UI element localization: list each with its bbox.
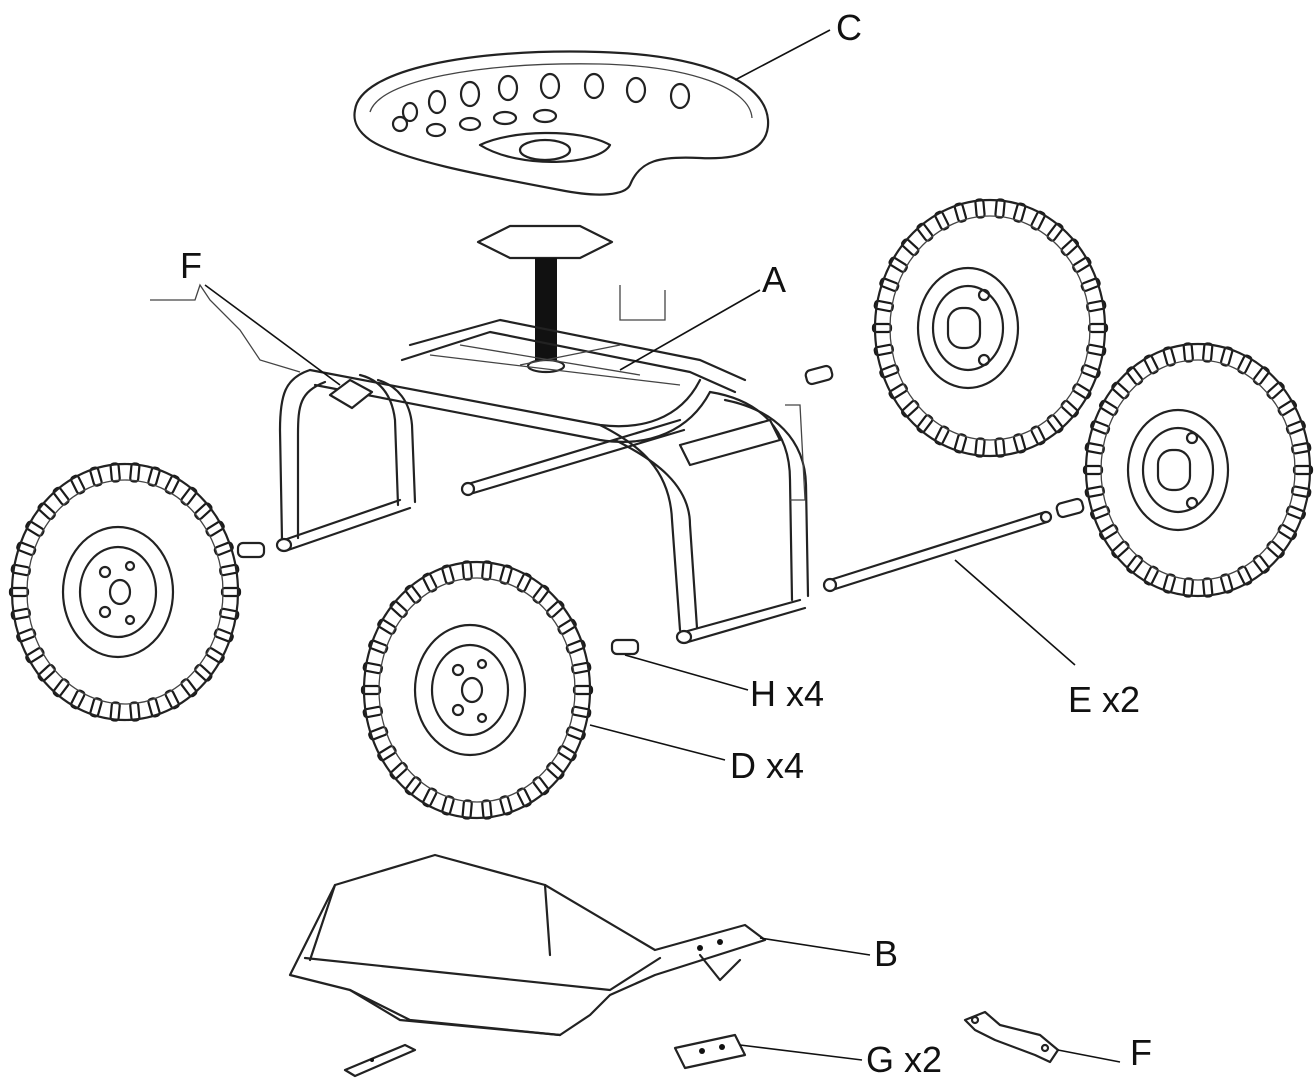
tread-block [915, 221, 935, 243]
tread-block [179, 485, 199, 507]
label-wheel: D x4 [730, 745, 804, 786]
tread-block [1059, 237, 1081, 258]
tread-block [24, 519, 46, 539]
tread-block [388, 760, 410, 781]
tread-block [1265, 539, 1287, 560]
tread-block [544, 599, 566, 620]
seat-post [476, 224, 614, 374]
tread-block [179, 677, 199, 699]
tread-block [887, 255, 910, 275]
tread-block [36, 662, 58, 683]
tread-block [1251, 365, 1272, 387]
tread-block [204, 519, 226, 539]
tread-block [974, 198, 986, 219]
wheel-back-left [871, 198, 1109, 458]
tread-block [192, 501, 214, 522]
tread-block [994, 437, 1006, 458]
label-seat: C [836, 7, 862, 48]
tread-block [204, 645, 226, 665]
leader-lines [204, 29, 1121, 1063]
tread-block [994, 198, 1006, 219]
tread-block [403, 583, 423, 605]
seat-part [353, 50, 770, 196]
tread-block [376, 617, 398, 637]
tread-block [1109, 380, 1131, 401]
tread-block [461, 799, 474, 820]
label-bracket-bottom: F [1130, 1032, 1152, 1073]
tray-part [288, 853, 767, 1037]
tread-block [556, 743, 578, 763]
tread-block [531, 583, 551, 605]
tread-block [1045, 413, 1065, 435]
tread-block [109, 701, 122, 722]
tread-block [1182, 342, 1195, 363]
tread-block [1097, 522, 1120, 542]
tread-block [1124, 365, 1145, 387]
tread-block [128, 462, 141, 483]
tread-block [1124, 553, 1145, 575]
bracket-part-bottom [963, 1010, 1060, 1064]
tread-block [24, 645, 46, 665]
tread-block [1201, 577, 1214, 598]
tread-block [1182, 577, 1195, 598]
tread-block [531, 775, 551, 797]
label-washer: H x4 [750, 673, 824, 714]
wheel-front-right [360, 560, 594, 820]
tread-block [480, 799, 493, 820]
tread-block [1070, 255, 1093, 275]
tread-block [556, 617, 578, 637]
tread-block [36, 501, 58, 522]
tread-block [1276, 522, 1299, 542]
tread-block [480, 560, 493, 581]
tread-block [1265, 380, 1287, 401]
label-axle: E x2 [1068, 679, 1140, 720]
tread-block [974, 437, 986, 458]
tread-block [388, 599, 410, 620]
tread-block [544, 760, 566, 781]
tread-block [1059, 398, 1081, 419]
tread-block [461, 560, 474, 581]
spacer-parts [236, 364, 1085, 656]
tread-block [192, 662, 214, 683]
tread-block [1097, 398, 1120, 418]
tread-block [887, 381, 910, 401]
label-frame: A [762, 259, 786, 300]
seat-holes [391, 72, 691, 138]
axle-part [822, 510, 1053, 593]
tread-block [899, 237, 921, 258]
wheel-back-right [1082, 342, 1314, 598]
plate-parts [343, 1033, 747, 1078]
tread-block [128, 701, 141, 722]
tread-block [376, 743, 398, 763]
tread-block [1045, 221, 1065, 243]
tread-block [1201, 342, 1214, 363]
tread-block [915, 413, 935, 435]
label-tray: B [874, 933, 898, 974]
label-bracket-top: F [180, 245, 202, 286]
tread-block [1070, 381, 1093, 401]
tread-block [403, 775, 423, 797]
wheel-front-left [8, 462, 242, 722]
frame-part [275, 318, 810, 645]
tread-block [51, 485, 71, 507]
tread-block [51, 677, 71, 699]
tread-block [899, 398, 921, 419]
tread-block [1109, 539, 1131, 560]
bracket-part-top [150, 283, 806, 501]
label-plate: G x2 [866, 1039, 942, 1080]
tread-block [109, 462, 122, 483]
tread-block [1276, 398, 1299, 418]
tread-block [1251, 553, 1272, 575]
